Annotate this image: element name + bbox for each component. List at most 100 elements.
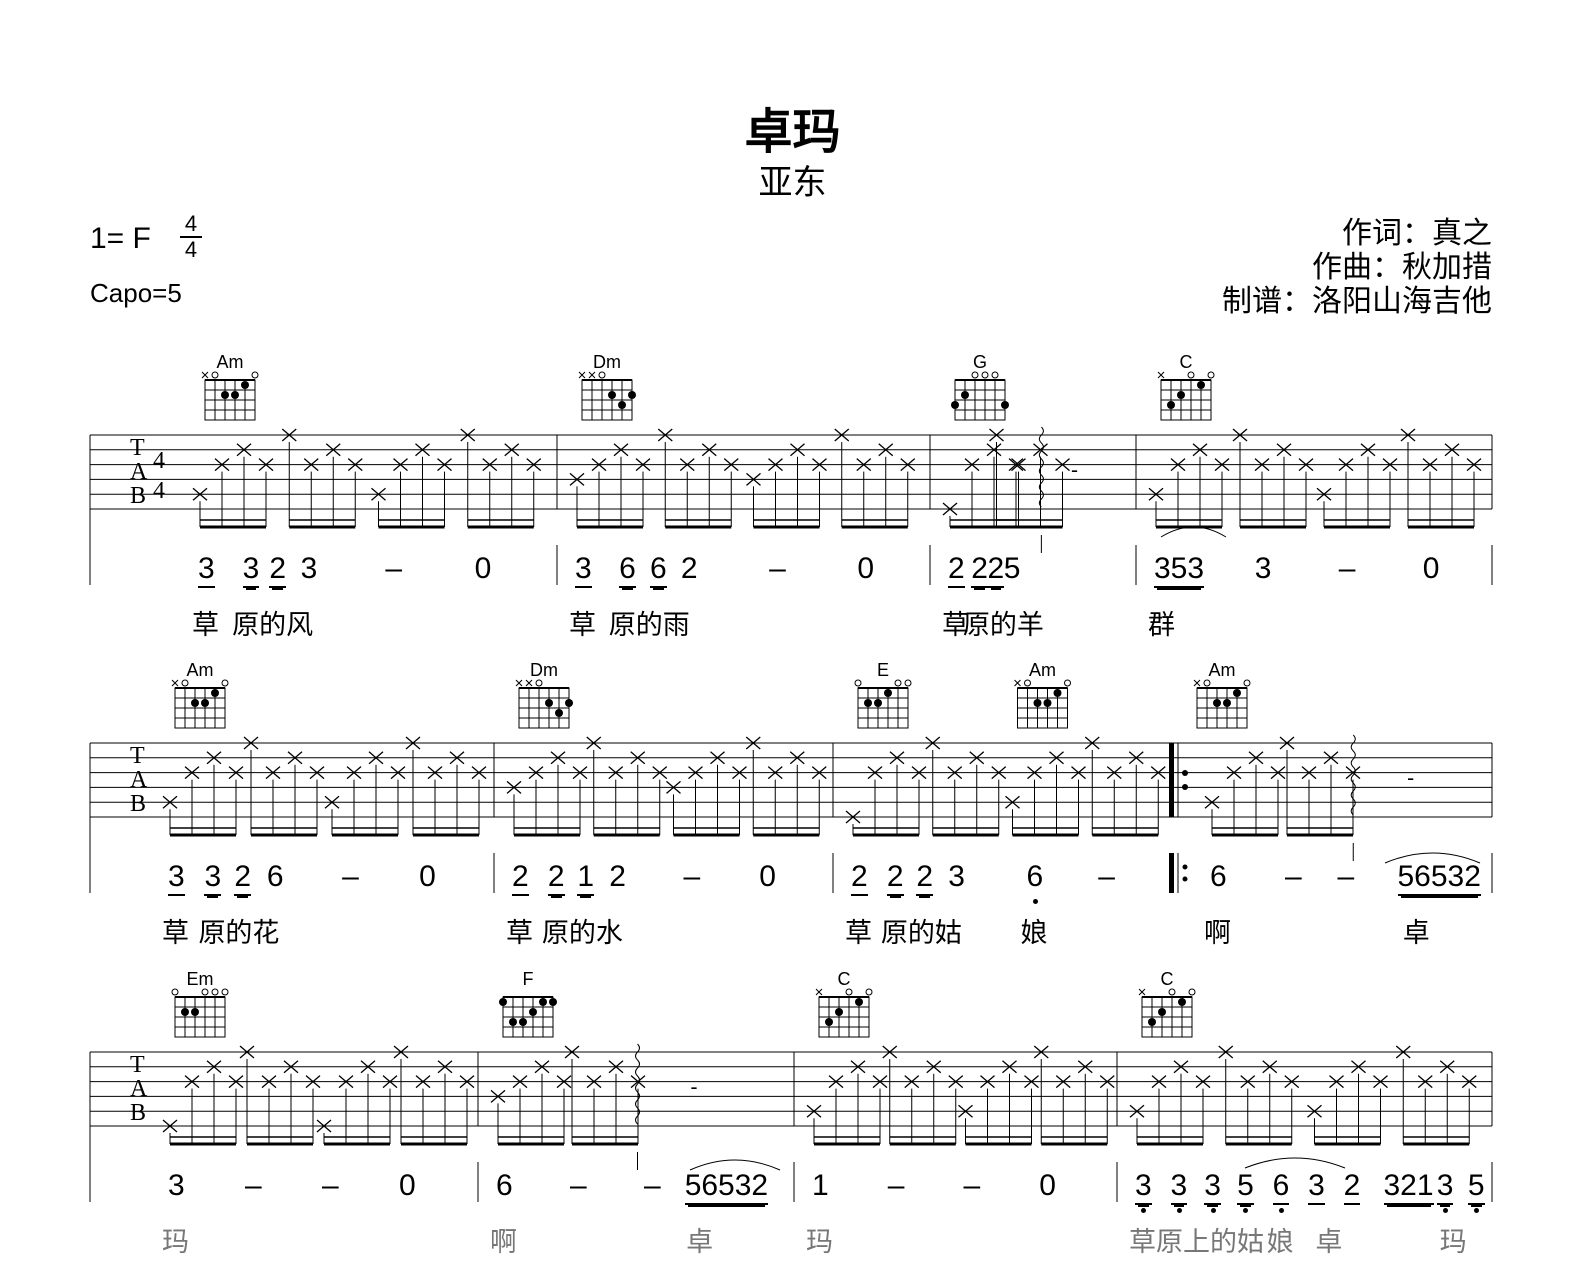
finger-dot bbox=[181, 1008, 189, 1016]
finger-dot bbox=[1213, 699, 1221, 707]
chord-name: C bbox=[837, 969, 851, 989]
tab-x-mark bbox=[900, 458, 916, 472]
tab-x-mark bbox=[867, 766, 883, 780]
tab-x-mark bbox=[1338, 458, 1354, 472]
tab-x-mark bbox=[666, 780, 681, 794]
tab-x-mark bbox=[986, 443, 1002, 457]
open-string-icon bbox=[1168, 988, 1176, 996]
chord-name: E bbox=[876, 660, 890, 680]
open-string-icon bbox=[1203, 679, 1211, 687]
tab-x-mark bbox=[811, 766, 827, 780]
jianpu-note: 3 bbox=[575, 552, 592, 588]
slur bbox=[1160, 526, 1227, 538]
tab-x-mark bbox=[1254, 458, 1270, 472]
half-rest: - bbox=[1071, 458, 1078, 482]
finger-dot bbox=[201, 699, 209, 707]
tab-x-mark bbox=[964, 458, 980, 472]
jianpu-note: 5 bbox=[1467, 1169, 1485, 1213]
jianpu-note: 3 bbox=[1254, 552, 1272, 585]
jianpu-note: 3 bbox=[242, 552, 260, 588]
open-string-icon bbox=[211, 371, 219, 379]
jianpu-note: 2 bbox=[234, 860, 252, 896]
jianpu-note: 0 bbox=[419, 860, 436, 893]
jianpu-note: 6 bbox=[619, 552, 636, 588]
tab-x-mark bbox=[1077, 1060, 1093, 1074]
arpeggio-icon bbox=[1350, 734, 1356, 816]
finger-dot bbox=[539, 998, 547, 1006]
open-string-icon bbox=[1243, 679, 1251, 687]
tab-x-mark bbox=[258, 458, 274, 472]
tab-x-mark bbox=[1148, 487, 1164, 501]
tab-x-mark bbox=[471, 766, 487, 780]
jianpu-note: 0 bbox=[759, 860, 776, 893]
tab-x-mark bbox=[1270, 766, 1286, 780]
lyric-text: 卓 bbox=[686, 1227, 714, 1258]
tab-x-mark bbox=[1008, 458, 1024, 472]
lyric-text: 草 bbox=[506, 918, 533, 949]
lyric-text: 啊 bbox=[1204, 918, 1231, 949]
tab-x-mark bbox=[360, 1060, 376, 1074]
jianpu-note: 2 bbox=[1343, 1169, 1361, 1205]
jianpu-note: – bbox=[322, 1169, 339, 1202]
finger-dot bbox=[509, 1018, 517, 1026]
lyric-text: 草原上的姑 bbox=[1129, 1227, 1264, 1258]
tab-x-mark bbox=[710, 751, 725, 765]
tab-x-mark bbox=[767, 766, 783, 780]
finger-dot bbox=[555, 709, 563, 717]
tab-x-mark bbox=[608, 766, 624, 780]
tab-x-mark bbox=[1345, 766, 1361, 780]
muted-string-icon bbox=[171, 679, 179, 687]
finger-dot bbox=[1233, 689, 1241, 697]
tab-x-mark bbox=[1173, 1060, 1189, 1074]
time-signature: 4 4 bbox=[180, 213, 202, 261]
tab-x-mark bbox=[1248, 751, 1264, 765]
jianpu-note: 3 bbox=[1308, 1169, 1325, 1205]
finger-dot bbox=[545, 699, 553, 707]
repeat-dot bbox=[1182, 876, 1188, 882]
tab-x-mark bbox=[989, 428, 1004, 442]
lyric-text: 卓 bbox=[1315, 1227, 1343, 1258]
finger-dot bbox=[864, 699, 872, 707]
tab-x-mark bbox=[346, 766, 362, 780]
tab-x-mark bbox=[845, 810, 861, 824]
open-string-icon bbox=[221, 679, 229, 687]
tab-x-mark bbox=[872, 1075, 888, 1089]
tab-x-mark bbox=[1071, 766, 1086, 780]
jianpu-note: 0 bbox=[474, 552, 492, 585]
lyric-text: 娘 bbox=[1020, 918, 1048, 949]
tab-x-mark bbox=[228, 1075, 244, 1089]
jianpu-note: 3 bbox=[1436, 1169, 1454, 1213]
tab-clef-letter: A bbox=[130, 1076, 148, 1102]
tab-x-mark bbox=[882, 1045, 898, 1059]
tab-x-mark bbox=[528, 766, 544, 780]
tab-x-mark bbox=[504, 443, 520, 457]
tab-x-mark bbox=[1395, 1045, 1411, 1059]
jianpu-note: 0 bbox=[1422, 552, 1440, 585]
open-string-icon bbox=[904, 679, 912, 687]
open-string-icon bbox=[1024, 679, 1031, 687]
tab-x-mark bbox=[184, 1075, 200, 1089]
tab-x-mark bbox=[1232, 428, 1248, 442]
finger-dot bbox=[231, 391, 239, 399]
tab-x-mark bbox=[526, 458, 542, 472]
tab-x-mark bbox=[1461, 1075, 1477, 1089]
tab-clef-letter: B bbox=[130, 1100, 146, 1126]
tab-x-mark bbox=[382, 1075, 398, 1089]
tab-x-mark bbox=[1204, 795, 1220, 809]
tab-x-mark bbox=[1422, 458, 1438, 472]
muted-string-icon bbox=[525, 679, 533, 687]
tab-x-mark bbox=[325, 443, 341, 457]
chord-name: F bbox=[522, 969, 534, 989]
tab-x-mark bbox=[1192, 443, 1208, 457]
finger-dot bbox=[1158, 1008, 1166, 1016]
jianpu-note: 5 bbox=[1237, 1169, 1254, 1213]
tab-x-mark bbox=[1262, 1060, 1278, 1074]
finger-dot bbox=[1033, 699, 1042, 707]
tab-clef-letter: A bbox=[130, 767, 148, 793]
tab-x-mark bbox=[415, 443, 430, 457]
jianpu-note: 3 bbox=[1204, 1169, 1221, 1213]
tab-x-mark bbox=[1276, 443, 1292, 457]
transcriber-credit: 制谱：洛阳山海吉他 bbox=[1222, 284, 1492, 319]
lyric-text: 原的花 bbox=[198, 918, 280, 949]
jianpu-note: 2 bbox=[609, 860, 626, 893]
